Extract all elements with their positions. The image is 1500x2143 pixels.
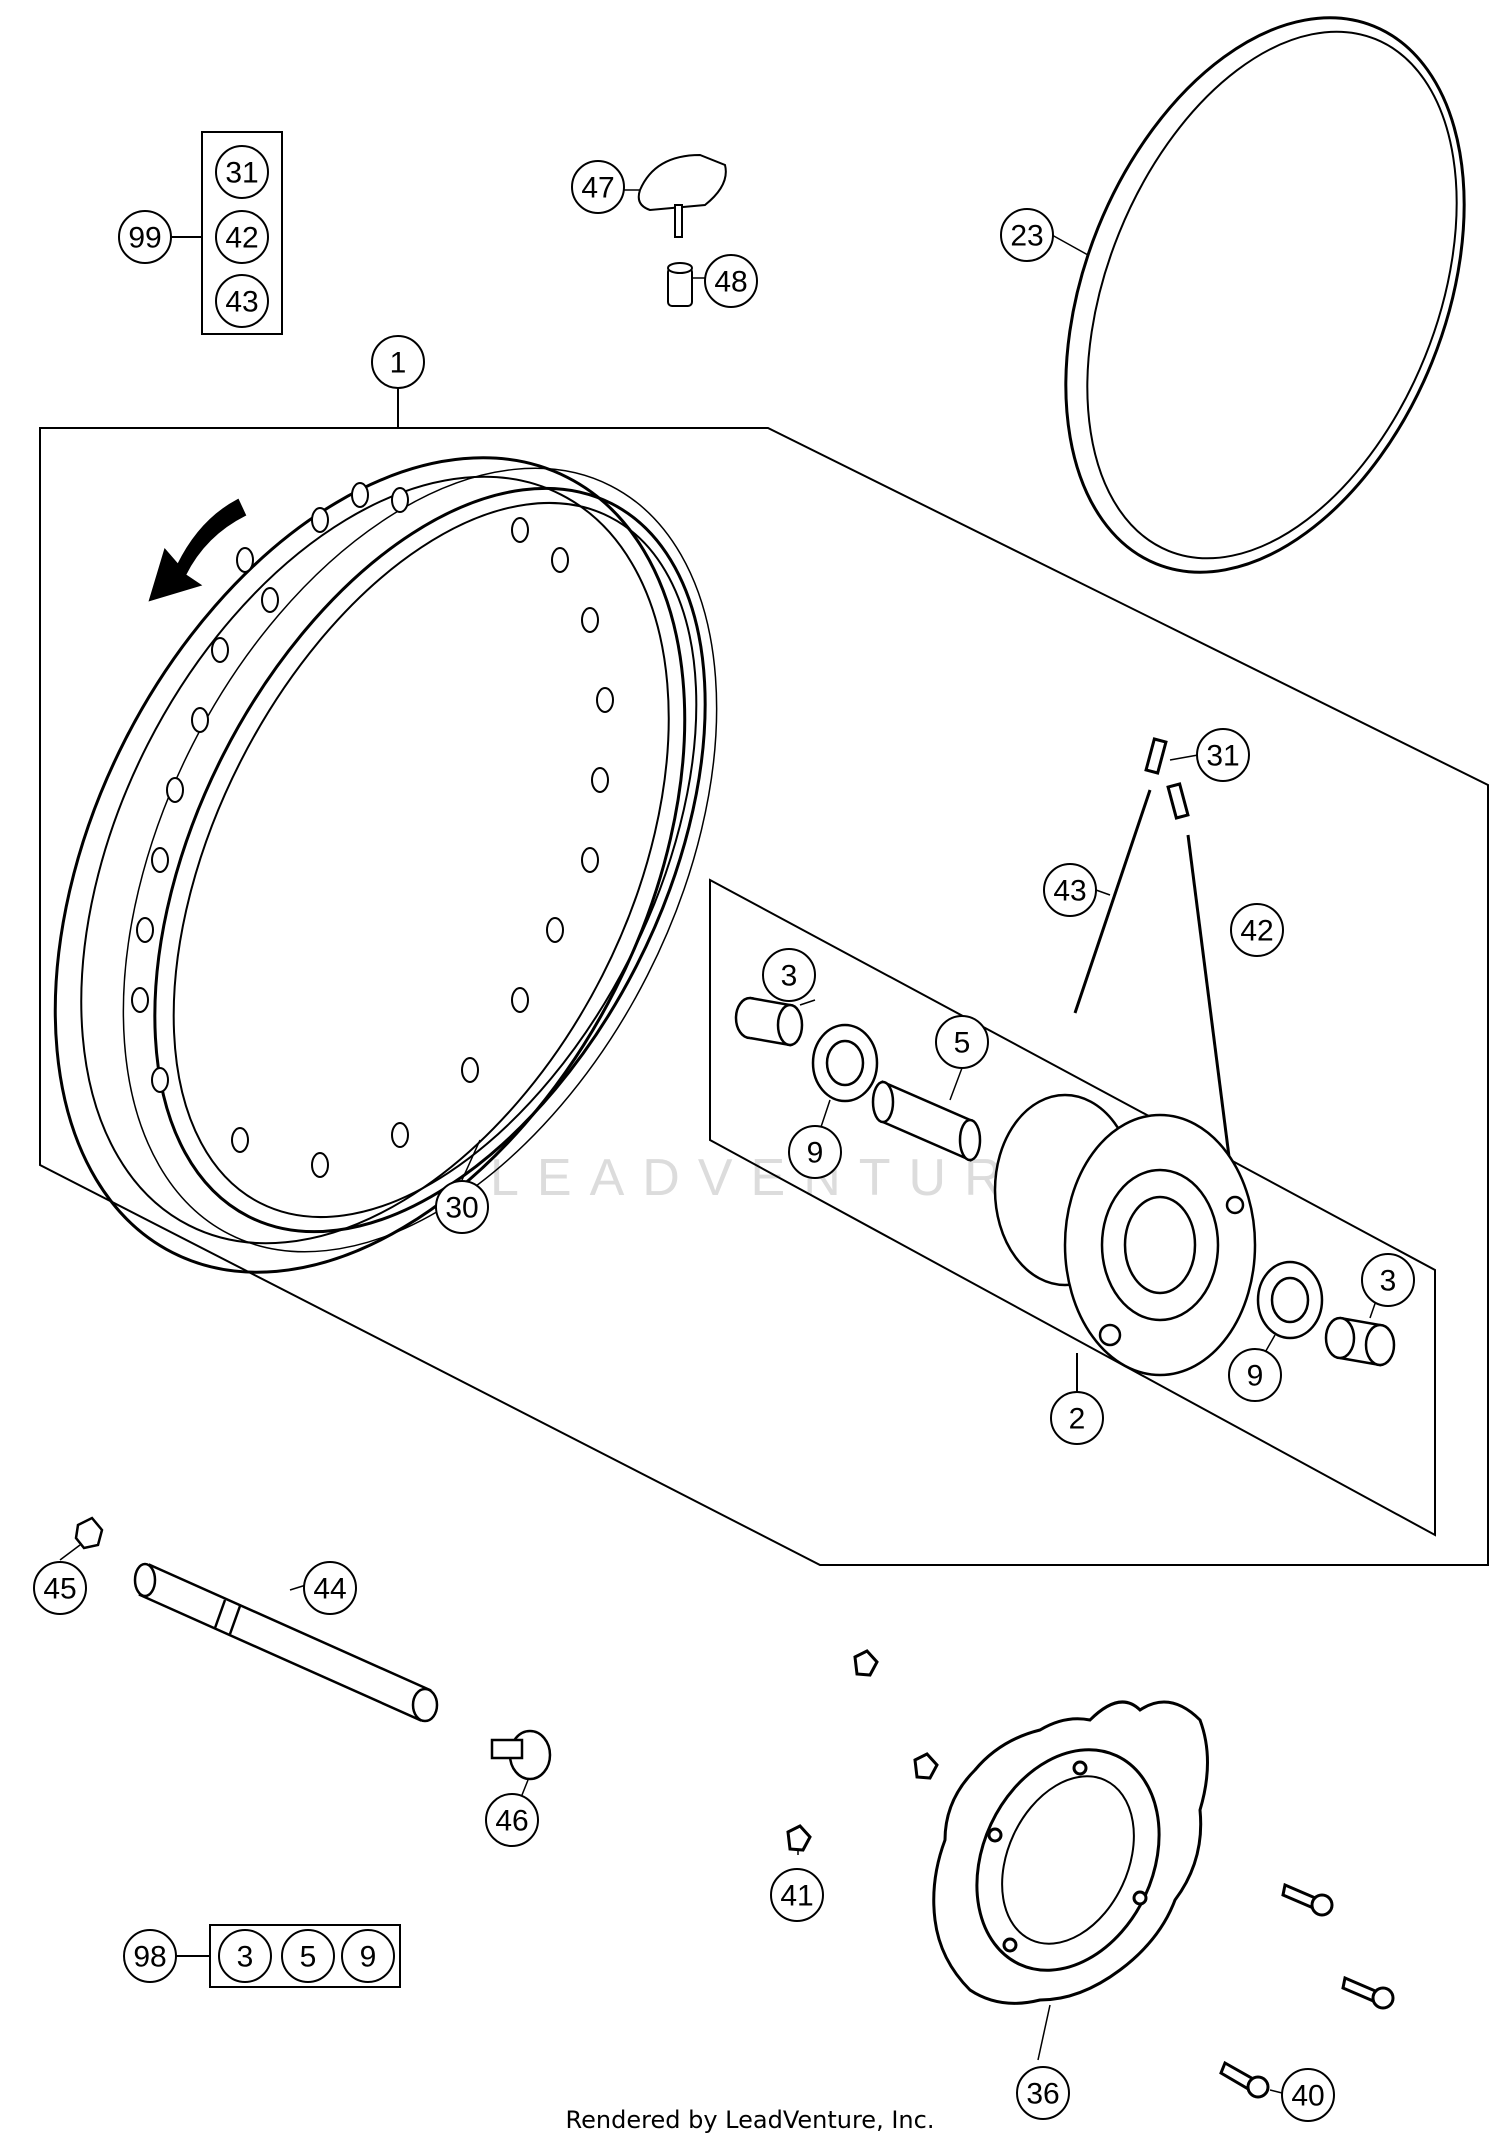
valve-cap-drawing (637, 153, 727, 307)
rim-tape-drawing (1064, 16, 1466, 574)
callout-41-label: 41 (780, 1880, 813, 1913)
callout-3-right-label: 3 (1380, 1265, 1397, 1298)
callout-44-label: 44 (313, 1573, 346, 1606)
callout-9-right-label: 9 (1247, 1360, 1264, 1393)
callout-5-kit-label: 5 (300, 1941, 317, 1974)
callout-48-label: 48 (714, 266, 747, 299)
callout-9-left (788, 1125, 842, 1179)
callout-42-kit-label: 42 (225, 222, 258, 255)
callout-47 (571, 160, 625, 214)
callout-3-left (762, 948, 816, 1002)
callout-36 (1016, 2066, 1070, 2120)
callout-46-label: 46 (495, 1805, 528, 1838)
callout-3-kit (218, 1929, 272, 1983)
axle-drawing (74, 1516, 552, 1781)
callout-99 (118, 210, 172, 264)
callout-1-label: 1 (390, 347, 407, 380)
brake-disc-drawing (786, 1649, 1395, 2099)
callout-36-label: 36 (1026, 2078, 1059, 2111)
callout-40-label: 40 (1291, 2080, 1324, 2113)
callout-3-kit-label: 3 (237, 1941, 254, 1974)
callout-40 (1281, 2068, 1335, 2122)
callout-98-label: 98 (133, 1941, 166, 1974)
watermark-text: LEADVENTURE (490, 1149, 1072, 1207)
rim-spoke-holes (131, 482, 614, 1178)
callout-47-label: 47 (581, 172, 614, 205)
callout-42-kit (215, 210, 269, 264)
callout-30 (435, 1180, 489, 1234)
callout-42-label: 42 (1240, 915, 1273, 948)
callout-99-label: 99 (128, 222, 161, 255)
kit-99-group (168, 131, 283, 335)
callout-23 (1000, 208, 1054, 262)
hub-drawing (734, 996, 1396, 1377)
callout-2-label: 2 (1069, 1403, 1086, 1436)
callout-43-kit-label: 43 (225, 286, 258, 319)
callout-5 (935, 1015, 989, 1069)
callout-46 (485, 1793, 539, 1847)
callout-48 (704, 254, 758, 308)
rotation-arrow-icon (148, 498, 247, 602)
callout-circles (33, 145, 1415, 2122)
footer-credit: Rendered by LeadVenture, Inc. (566, 2106, 935, 2134)
callout-98 (123, 1929, 177, 1983)
callout-3-right (1361, 1253, 1415, 1307)
callout-31-label: 31 (1206, 740, 1239, 773)
kit-98-group (176, 1924, 401, 1988)
callout-45-label: 45 (43, 1573, 76, 1606)
callout-9-kit-label: 9 (360, 1941, 377, 1974)
callout-3-left-label: 3 (781, 960, 798, 993)
callout-9-kit (341, 1929, 395, 1983)
callout-9-right (1228, 1348, 1282, 1402)
callout-31 (1196, 728, 1250, 782)
callout-31-kit (215, 145, 269, 199)
rim-drawing (53, 456, 718, 1274)
wheel-assembly-frame (39, 388, 1489, 1566)
callout-2 (1050, 1391, 1104, 1445)
callout-44 (303, 1561, 357, 1615)
callout-43-label: 43 (1053, 875, 1086, 908)
callout-5-kit (281, 1929, 335, 1983)
callout-45 (33, 1561, 87, 1615)
callout-43 (1043, 863, 1097, 917)
kit-99-box (201, 131, 283, 335)
callout-9-left-label: 9 (807, 1137, 824, 1170)
callout-41 (770, 1868, 824, 1922)
callout-30-label: 30 (445, 1192, 478, 1225)
callout-23-label: 23 (1010, 220, 1043, 253)
callout-5-label: 5 (954, 1027, 971, 1060)
callout-43-kit (215, 274, 269, 328)
callout-31-kit-label: 31 (225, 157, 258, 190)
callout-42 (1230, 903, 1284, 957)
callout-1 (371, 335, 425, 389)
